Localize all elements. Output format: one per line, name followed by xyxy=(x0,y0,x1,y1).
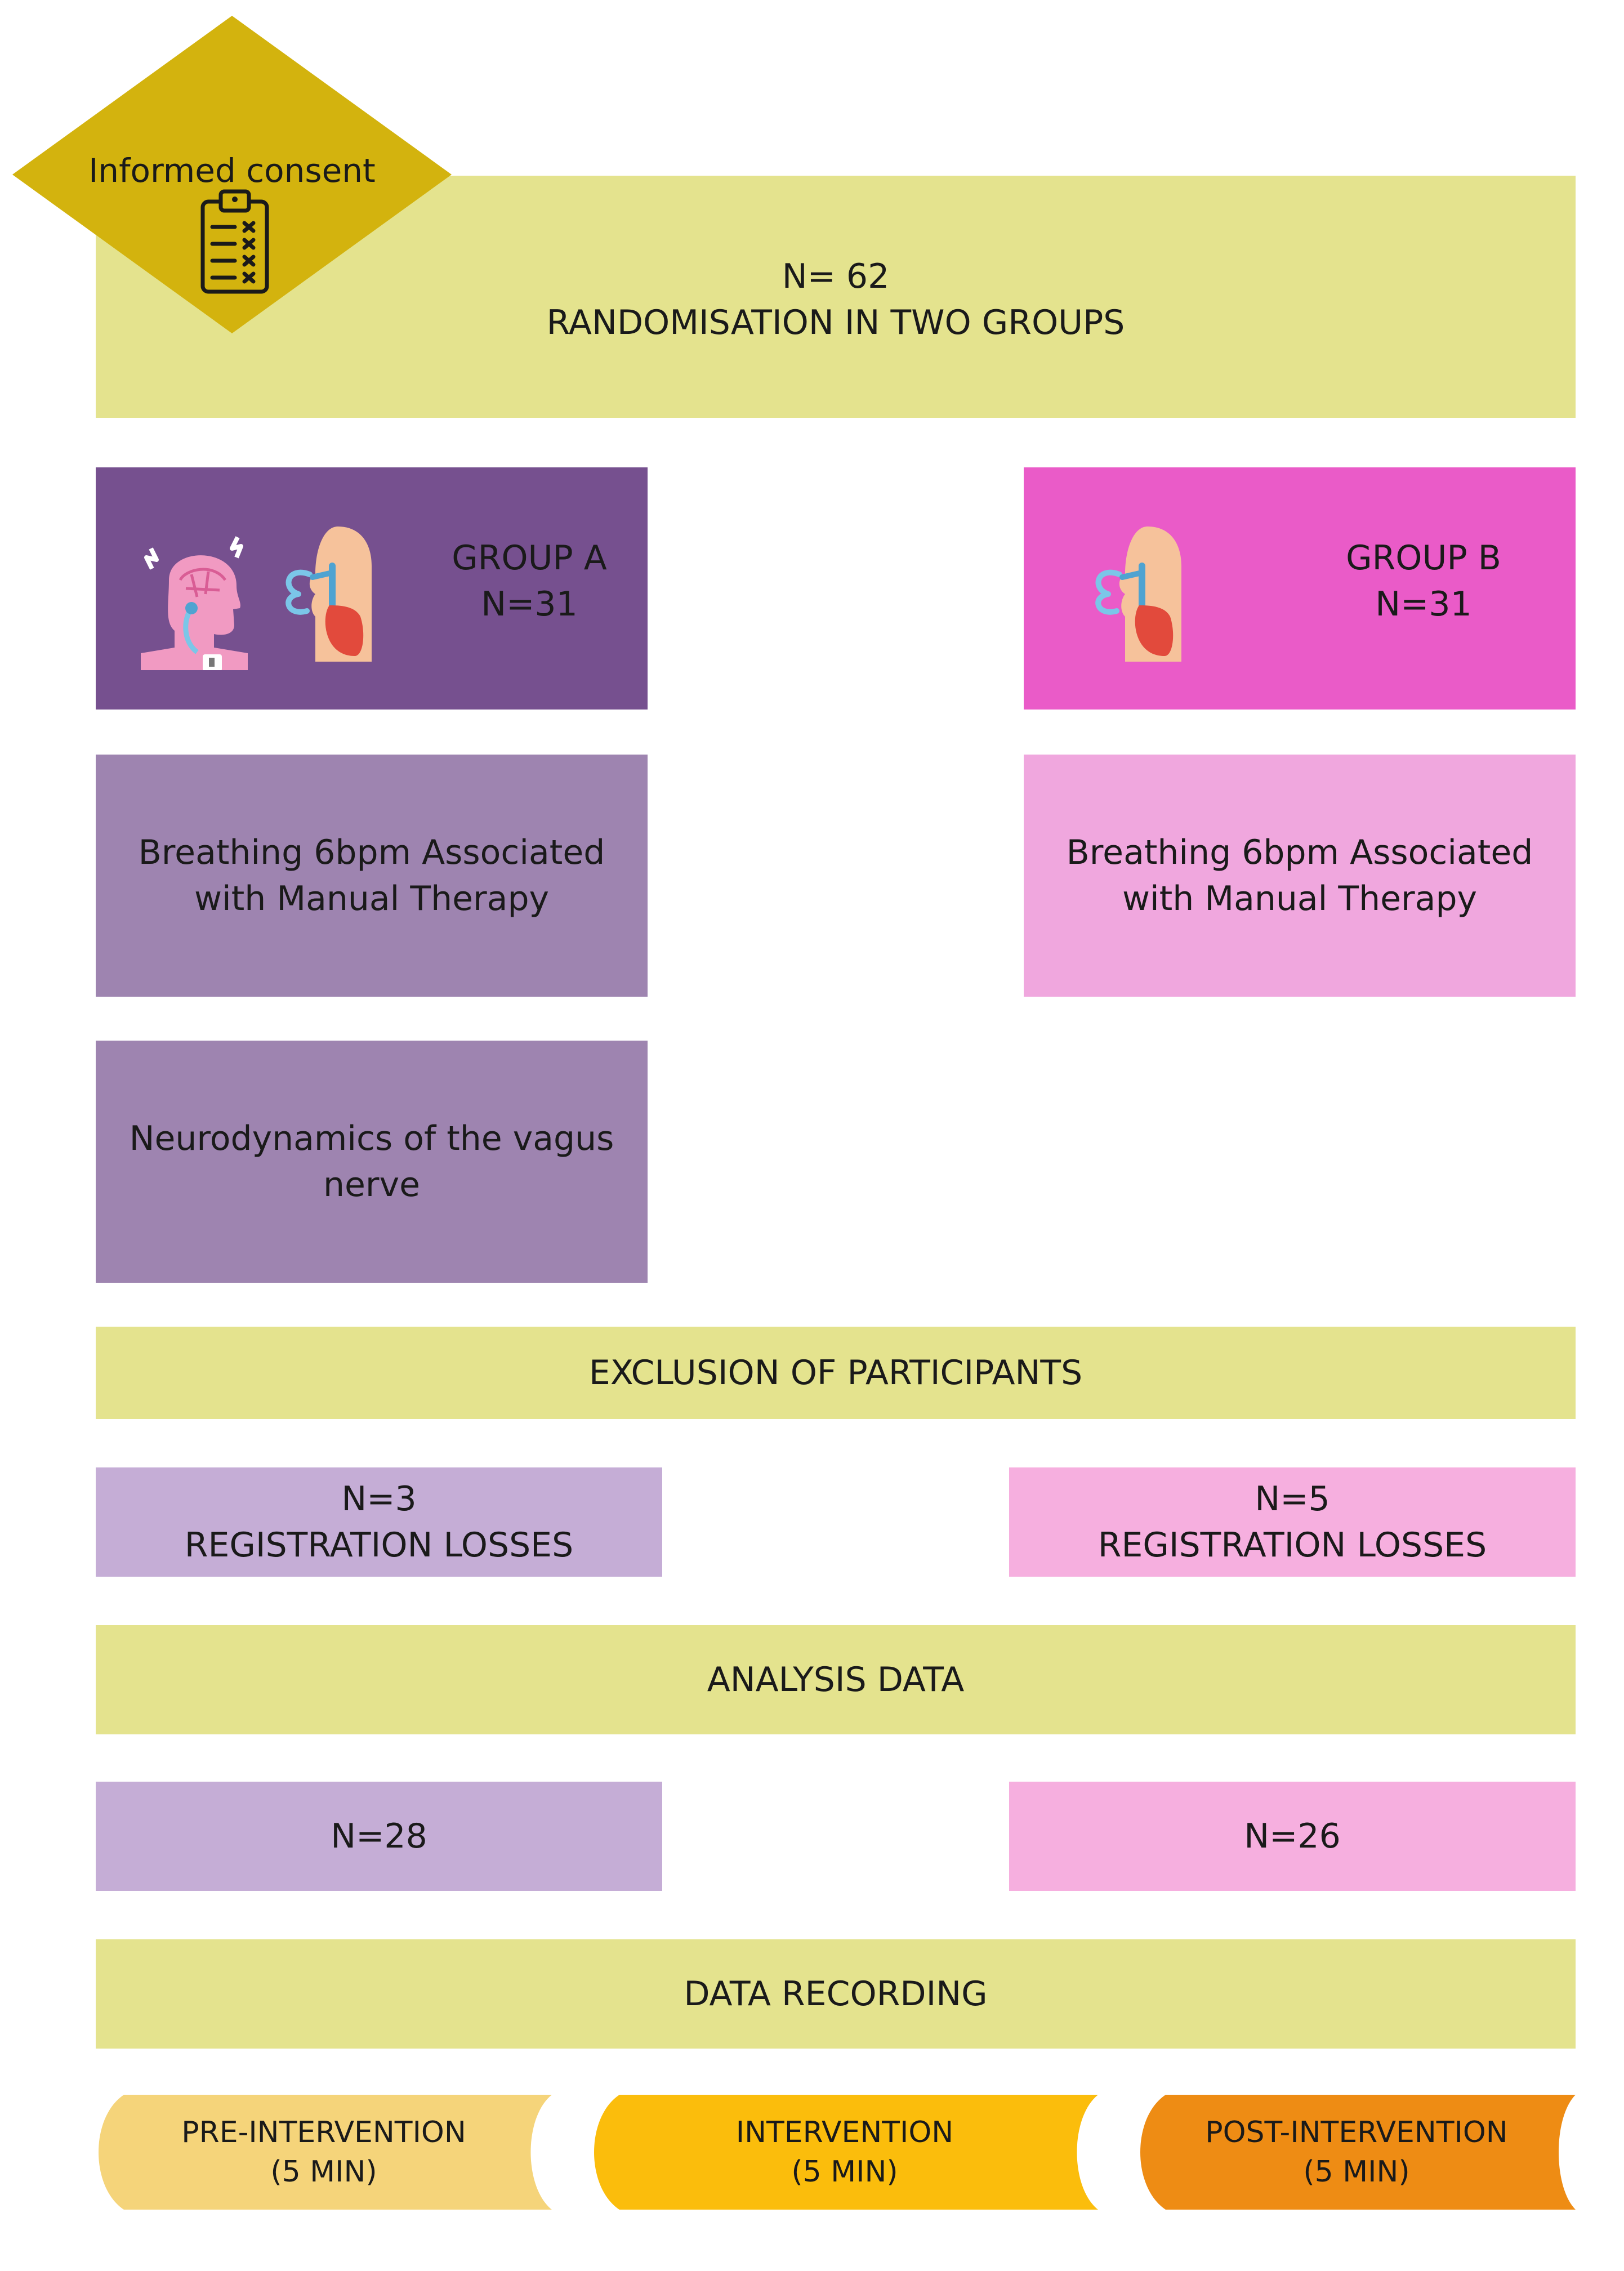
group-a-final-count: N=28 xyxy=(331,1817,427,1856)
phase-pre-duration: (5 MIN) xyxy=(270,2155,377,2189)
respiratory-icon-b xyxy=(1095,527,1181,662)
group-b-count: N=31 xyxy=(1375,585,1472,624)
group-a-neurodynamics-line1: Neurodynamics of the vagus xyxy=(129,1119,614,1158)
group-b-breathing-box: Breathing 6bpm Associated with Manual Th… xyxy=(1024,755,1576,997)
analysis-box: ANALYSIS DATA xyxy=(96,1625,1576,1734)
exclusion-box: EXCLUSION OF PARTICIPANTS xyxy=(96,1327,1576,1419)
analysis-label: ANALYSIS DATA xyxy=(707,1660,965,1699)
group-b-final-count: N=26 xyxy=(1244,1817,1341,1856)
group-a-losses-label: REGISTRATION LOSSES xyxy=(184,1525,574,1565)
group-a-final-box: N=28 xyxy=(96,1782,662,1891)
group-b-losses-count: N=5 xyxy=(1255,1479,1330,1519)
phase-shape-intervention xyxy=(594,2095,1098,2210)
exclusion-label: EXCLUSION OF PARTICIPANTS xyxy=(588,1353,1083,1393)
group-b-losses-label: REGISTRATION LOSSES xyxy=(1097,1525,1487,1565)
data-recording-box: DATA RECORDING xyxy=(96,1939,1576,2049)
diamond-shape xyxy=(12,16,452,333)
respiratory-icon-a xyxy=(285,527,372,662)
group-b-header: GROUP B N=31 xyxy=(1024,467,1576,710)
group-b-final-box: N=26 xyxy=(1009,1782,1576,1891)
group-a-neurodynamics-box: Neurodynamics of the vagus nerve xyxy=(96,1041,648,1283)
clipboard-icon xyxy=(200,189,269,294)
phase-post-intervention: POST-INTERVENTION (5 MIN) xyxy=(1137,2095,1576,2210)
phase-pre-intervention: PRE-INTERVENTION (5 MIN) xyxy=(96,2095,552,2210)
informed-consent-diamond: Informed consent xyxy=(12,16,452,333)
group-a-losses-box: N=3 REGISTRATION LOSSES xyxy=(96,1467,662,1577)
phase-pre-label: PRE-INTERVENTION xyxy=(181,2116,466,2149)
phase-post-label: POST-INTERVENTION xyxy=(1205,2116,1508,2149)
randomisation-label: RANDOMISATION IN TWO GROUPS xyxy=(546,303,1125,342)
group-a-breathing-line1: Breathing 6bpm Associated xyxy=(138,833,605,872)
consent-label: Informed consent xyxy=(88,151,376,190)
group-a-header: GROUP A N=31 xyxy=(96,467,648,710)
group-a-breathing-line2: with Manual Therapy xyxy=(194,879,550,918)
phase-post-duration: (5 MIN) xyxy=(1303,2155,1410,2189)
group-b-breathing-line2: with Manual Therapy xyxy=(1122,879,1478,918)
group-b-title: GROUP B xyxy=(1346,538,1501,578)
randomisation-count: N= 62 xyxy=(782,257,890,296)
data-recording-label: DATA RECORDING xyxy=(684,1974,988,2014)
group-b-breathing-line1: Breathing 6bpm Associated xyxy=(1066,833,1533,872)
group-a-losses-count: N=3 xyxy=(341,1479,417,1519)
group-a-neurodynamics-line2: nerve xyxy=(323,1165,421,1204)
group-b-losses-box: N=5 REGISTRATION LOSSES xyxy=(1009,1467,1576,1577)
group-a-breathing-box: Breathing 6bpm Associated with Manual Th… xyxy=(96,755,648,997)
phase-intervention-label: INTERVENTION xyxy=(735,2116,954,2149)
phase-shape-post xyxy=(1140,2095,1576,2210)
vagus-nerve-head-icon xyxy=(141,536,248,670)
phase-shape-pre xyxy=(99,2095,552,2210)
group-a-title: GROUP A xyxy=(452,538,607,578)
phase-intervention: INTERVENTION (5 MIN) xyxy=(591,2095,1098,2210)
phase-intervention-duration: (5 MIN) xyxy=(791,2155,898,2189)
group-a-count: N=31 xyxy=(481,585,578,624)
